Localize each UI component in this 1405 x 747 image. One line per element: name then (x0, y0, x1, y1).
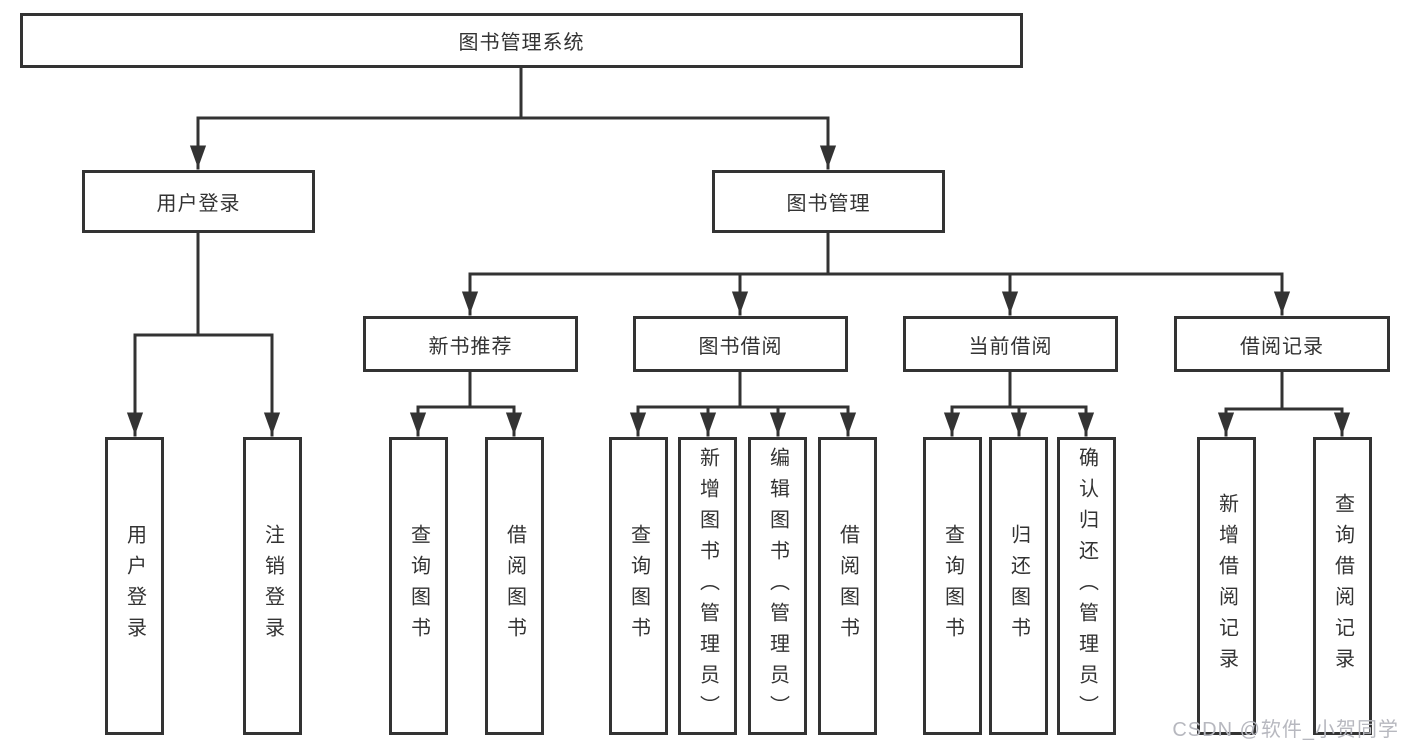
node-user-login: 用户登录 (82, 170, 315, 233)
leaf-query-books-recommend-label: 查询图书 (407, 524, 430, 648)
leaf-confirm-return-admin: 确认归还（管理员） (1057, 437, 1116, 735)
leaf-borrow-books-recommend: 借阅图书 (485, 437, 544, 735)
node-book-management: 图书管理 (712, 170, 945, 233)
connector-mgmt-trunk (468, 231, 1284, 276)
connector-login-trunk (133, 231, 274, 337)
leaf-borrow-books-recommend-label: 借阅图书 (503, 524, 526, 648)
node-current-borrowing: 当前借阅 (903, 316, 1118, 372)
watermark: CSDN @软件_小贺同学 (1172, 719, 1399, 741)
leaf-query-books-borrowing-label: 查询图书 (627, 524, 650, 648)
node-book-management-label: 图书管理 (786, 193, 871, 215)
connector-newbook-trunk (416, 370, 516, 409)
leaf-edit-book-admin: 编辑图书（管理员） (748, 437, 807, 735)
leaf-add-borrow-record: 新增借阅记录 (1197, 437, 1256, 735)
leaf-borrow-books-borrowing-label: 借阅图书 (836, 524, 859, 648)
leaf-user-login-label: 用户登录 (123, 524, 146, 648)
node-borrow-records-label: 借阅记录 (1240, 335, 1324, 358)
node-borrow-records: 借阅记录 (1174, 316, 1390, 372)
leaf-add-book-admin-label: 新增图书（管理员） (696, 446, 719, 726)
leaf-add-book-admin: 新增图书（管理员） (678, 437, 737, 735)
node-library-system-label: 图书管理系统 (458, 32, 585, 54)
leaf-confirm-return-admin-label: 确认归还（管理员） (1075, 446, 1098, 726)
leaf-query-books-current-label: 查询图书 (941, 524, 964, 648)
leaf-return-books-label: 归还图书 (1007, 524, 1030, 648)
leaf-edit-book-admin-label: 编辑图书（管理员） (766, 446, 789, 726)
leaf-query-books-current: 查询图书 (923, 437, 982, 735)
leaf-logout: 注销登录 (243, 437, 302, 735)
node-new-book-recommend-label: 新书推荐 (428, 335, 513, 358)
leaf-logout-label: 注销登录 (261, 524, 284, 648)
connector-root-trunk (196, 66, 830, 120)
node-new-book-recommend: 新书推荐 (363, 316, 578, 372)
leaf-query-books-borrowing: 查询图书 (609, 437, 668, 735)
leaf-borrow-books-borrowing: 借阅图书 (818, 437, 877, 735)
leaf-query-borrow-record-label: 查询借阅记录 (1331, 493, 1354, 679)
leaf-query-borrow-record: 查询借阅记录 (1313, 437, 1372, 735)
node-current-borrowing-label: 当前借阅 (968, 335, 1053, 358)
leaf-query-books-recommend: 查询图书 (389, 437, 448, 735)
node-library-system: 图书管理系统 (20, 13, 1023, 68)
connector-borrow-trunk (636, 370, 850, 409)
connector-record-trunk (1224, 370, 1344, 411)
node-book-borrowing: 图书借阅 (633, 316, 848, 372)
leaf-add-borrow-record-label: 新增借阅记录 (1215, 493, 1238, 679)
node-book-borrowing-label: 图书借阅 (698, 335, 783, 358)
leaf-return-books: 归还图书 (989, 437, 1048, 735)
node-user-login-label: 用户登录 (156, 193, 241, 215)
leaf-user-login: 用户登录 (105, 437, 164, 735)
connector-current-trunk (950, 370, 1088, 409)
